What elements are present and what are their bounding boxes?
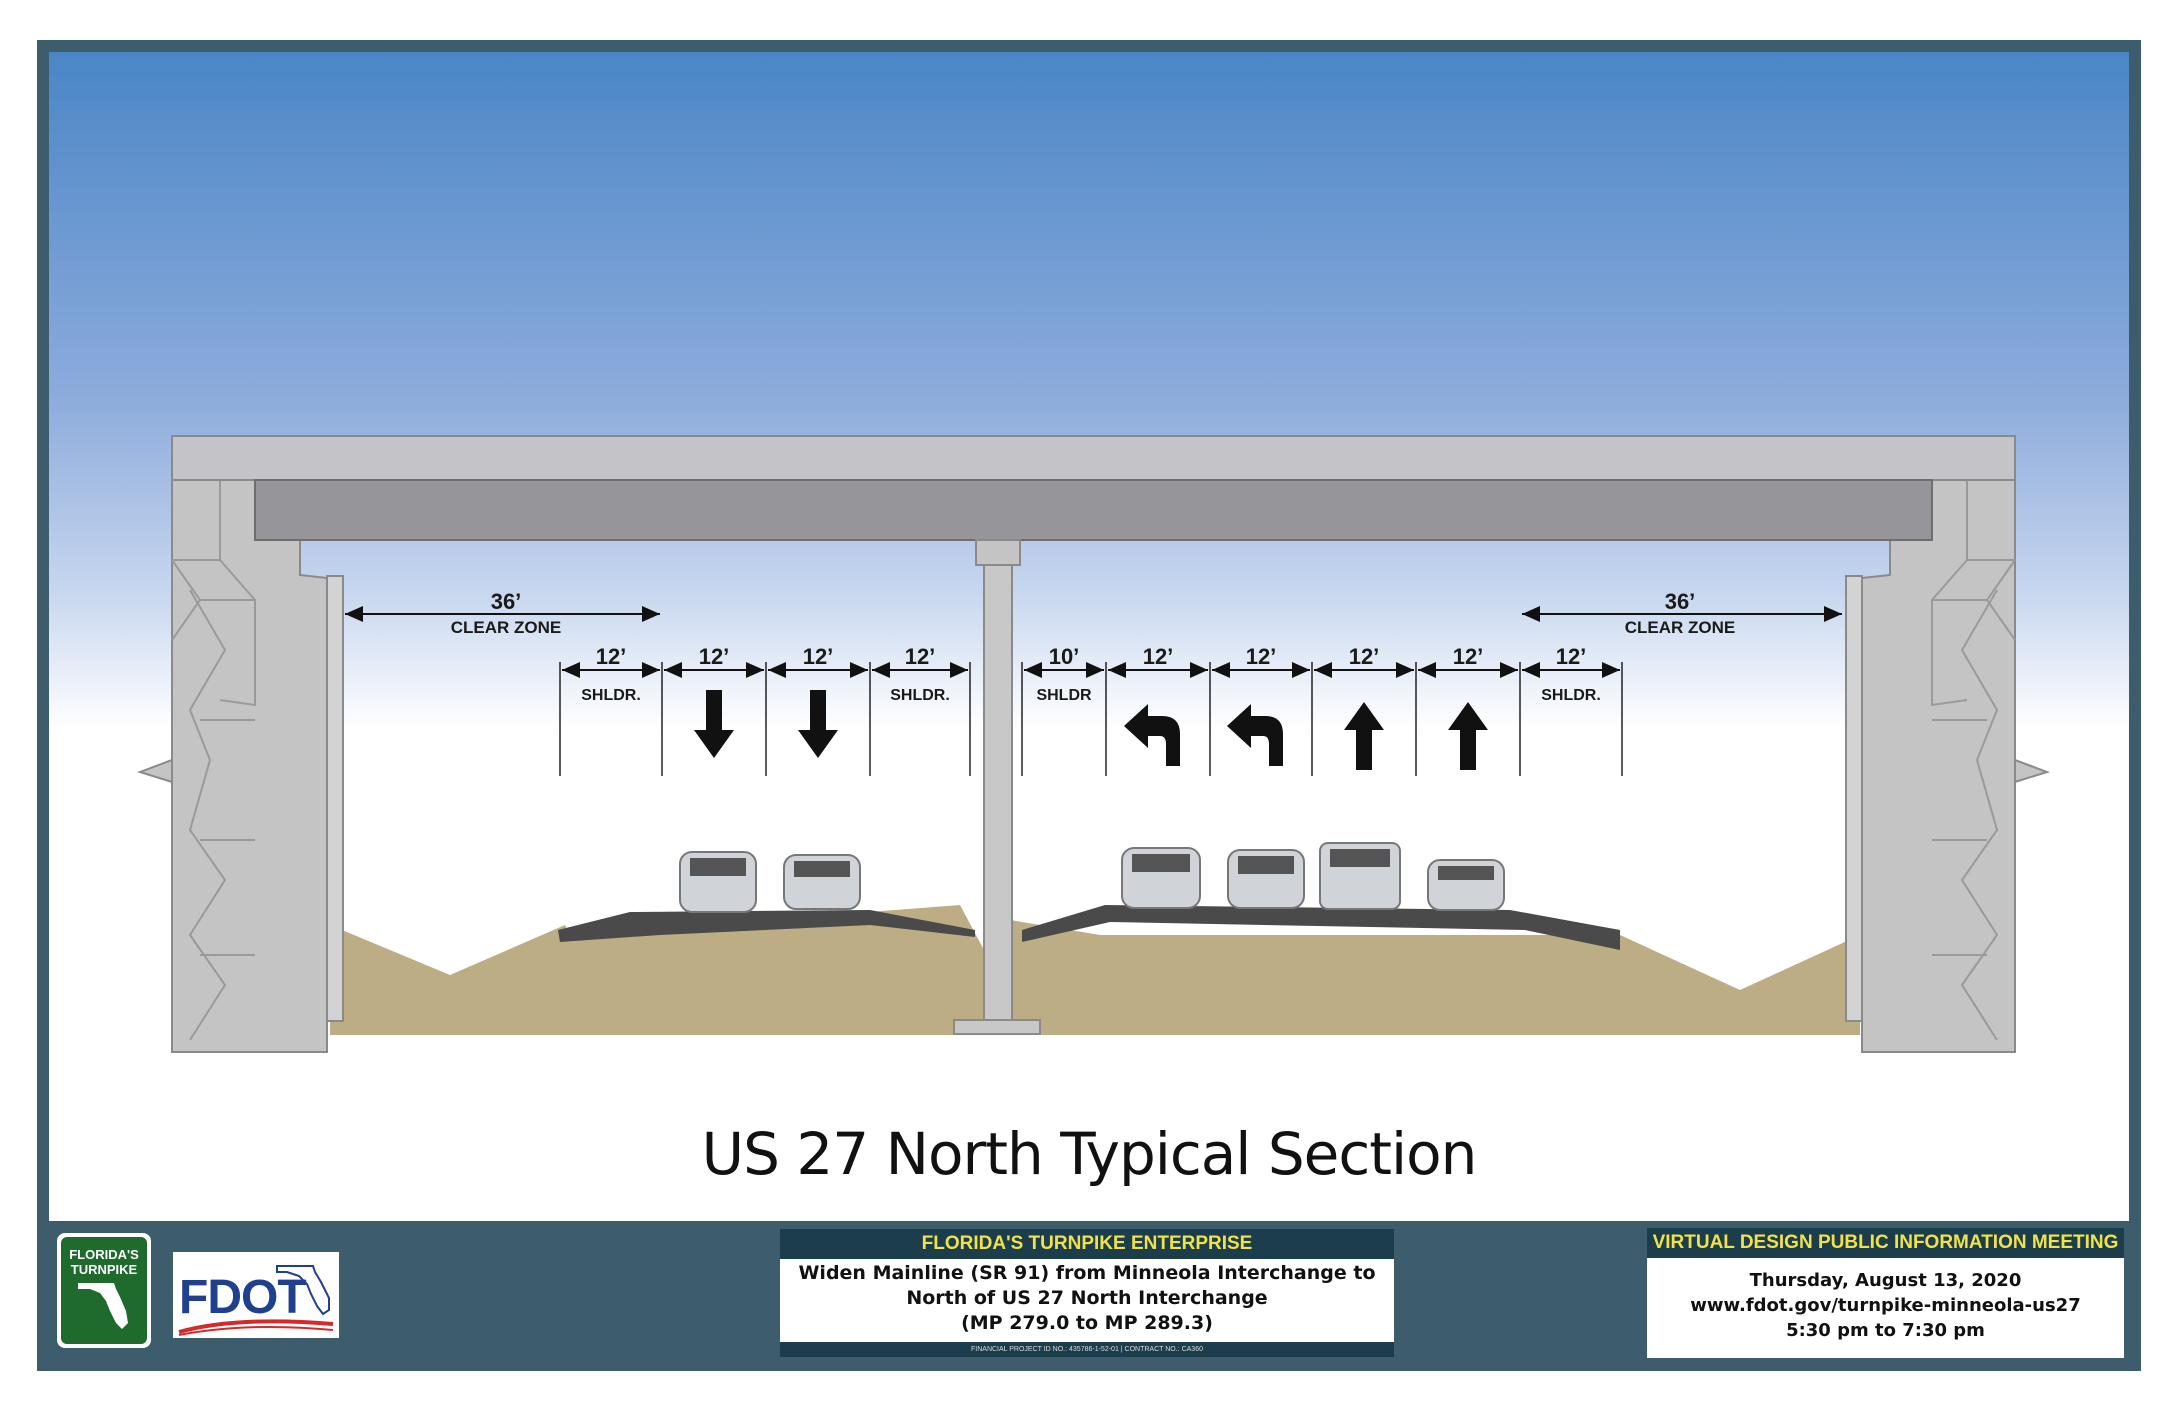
floridas-turnpike-logo: FLORIDA'S TURNPIKE bbox=[57, 1233, 151, 1348]
lane-shoulder-label: SHLDR. bbox=[890, 687, 950, 704]
vehicle-right-3 bbox=[1319, 842, 1401, 910]
meeting-panel-header: VIRTUAL DESIGN PUBLIC INFORMATION MEETIN… bbox=[1647, 1228, 2124, 1258]
meeting-time: 5:30 pm to 7:30 pm bbox=[1786, 1320, 1985, 1341]
ground-fill bbox=[330, 905, 1860, 1035]
left-abutment bbox=[136, 435, 344, 1053]
lane-width-value: 12’ bbox=[803, 644, 834, 669]
fdot-swoosh-icon bbox=[178, 1319, 334, 1336]
clear-zone-left-label: CLEAR ZONE bbox=[451, 618, 562, 637]
lane-width-value: 12’ bbox=[1143, 644, 1174, 669]
lane-shoulder-label: SHLDR. bbox=[1541, 687, 1601, 704]
vehicle-right-2 bbox=[1227, 849, 1305, 909]
arrow-left-turn-icon bbox=[1227, 704, 1283, 766]
meeting-date: Thursday, August 13, 2020 bbox=[1749, 1270, 2022, 1291]
lane-width-value: 12’ bbox=[1246, 644, 1277, 669]
project-line-2: North of US 27 North Interchange bbox=[906, 1287, 1268, 1309]
lane-width-value: 12’ bbox=[596, 644, 627, 669]
lane-width-value: 12’ bbox=[699, 644, 730, 669]
center-pier bbox=[953, 539, 1041, 1035]
project-panel-header: FLORIDA'S TURNPIKE ENTERPRISE bbox=[780, 1229, 1394, 1259]
bridge-deck bbox=[171, 435, 2016, 481]
lane-width-value: 12’ bbox=[905, 644, 936, 669]
arrow-left-turn-icon bbox=[1124, 704, 1180, 766]
arrow-down-icon bbox=[798, 690, 838, 758]
lane-dimensions: 12’ SHLDR. 12’ 12’ 12’ SHLDR. 10’ SHLDR 12’ 12’ 12… bbox=[559, 644, 1623, 776]
vehicle-left-2 bbox=[783, 854, 861, 910]
pavement-right bbox=[1022, 905, 1620, 950]
lane-width-value: 10’ bbox=[1049, 644, 1080, 669]
project-info-panel: FLORIDA'S TURNPIKE ENTERPRISE Widen Main… bbox=[780, 1229, 1394, 1357]
pavement-left bbox=[558, 910, 975, 942]
lane-width-value: 12’ bbox=[1453, 644, 1484, 669]
lane-width-value: 12’ bbox=[1349, 644, 1380, 669]
page-title: US 27 North Typical Section bbox=[701, 1120, 1478, 1188]
bridge-girder bbox=[254, 479, 1933, 541]
clear-zone-right-value: 36’ bbox=[1665, 589, 1696, 614]
arrow-up-icon bbox=[1448, 702, 1488, 770]
turnpike-logo-text: FLORIDA'S TURNPIKE bbox=[69, 1247, 139, 1277]
fdot-logo-text: FDOT bbox=[179, 1271, 307, 1324]
vehicle-right-4 bbox=[1427, 859, 1505, 911]
clear-zone-left-value: 36’ bbox=[491, 589, 522, 614]
lane-shoulder-label: SHLDR bbox=[1036, 687, 1092, 704]
clear-zone-right-label: CLEAR ZONE bbox=[1625, 618, 1736, 637]
project-line-3: (MP 279.0 to MP 289.3) bbox=[961, 1312, 1213, 1334]
vehicle-right-1 bbox=[1121, 847, 1201, 909]
florida-outline-icon bbox=[276, 1265, 330, 1316]
florida-state-icon bbox=[78, 1283, 128, 1329]
lane-shoulder-label: SHLDR. bbox=[581, 687, 641, 704]
lane-arrows bbox=[694, 690, 1488, 770]
project-line-1: Widen Mainline (SR 91) from Minneola Int… bbox=[798, 1262, 1376, 1284]
vehicle-left-1 bbox=[679, 851, 757, 913]
project-fine-print: FINANCIAL PROJECT ID NO.: 435786-1-52-01… bbox=[780, 1342, 1394, 1357]
meeting-info-panel: VIRTUAL DESIGN PUBLIC INFORMATION MEETIN… bbox=[1647, 1228, 2124, 1358]
lane-width-value: 12’ bbox=[1556, 644, 1587, 669]
fdot-logo: FDOT bbox=[173, 1252, 339, 1338]
arrow-up-icon bbox=[1344, 702, 1384, 770]
arrow-down-icon bbox=[694, 690, 734, 758]
meeting-url[interactable]: www.fdot.gov/turnpike-minneola-us27 bbox=[1690, 1295, 2081, 1316]
